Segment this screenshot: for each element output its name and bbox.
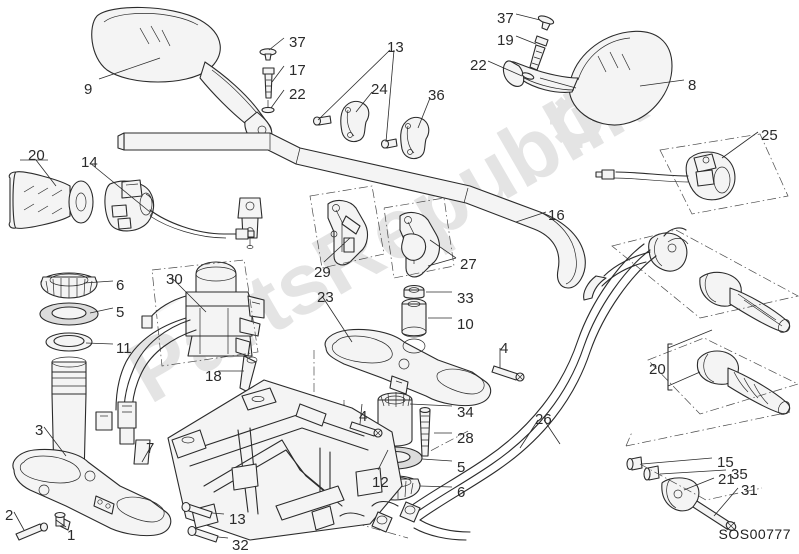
callout-2: 2 xyxy=(5,507,14,524)
callout-23: 23 xyxy=(317,289,334,306)
callout-37: 37 xyxy=(289,34,306,51)
callout-10: 10 xyxy=(457,316,474,333)
callout-37: 37 xyxy=(497,10,514,27)
part-clamp-half-left xyxy=(312,100,370,143)
callout-5: 5 xyxy=(457,459,466,476)
part-screw-4-lower xyxy=(349,421,383,438)
callout-25: 25 xyxy=(761,127,778,144)
part-upper-bearing xyxy=(40,272,98,299)
part-throttle-grip xyxy=(611,229,799,333)
part-left-mirror-fasteners xyxy=(259,48,277,114)
part-rubber-grip xyxy=(647,329,799,415)
drawing-code: SOS00777 xyxy=(718,526,791,542)
callout-29: 29 xyxy=(314,264,331,281)
part-right-mirror xyxy=(502,30,673,126)
callout-22: 22 xyxy=(289,86,306,103)
part-right-mirror-fasteners xyxy=(521,15,555,80)
callout-31: 31 xyxy=(741,482,758,499)
callout-9: 9 xyxy=(84,81,93,98)
callout-4: 4 xyxy=(359,408,368,425)
part-clamp-half-right xyxy=(380,116,430,160)
part-ring-11 xyxy=(45,332,93,352)
callout-15: 15 xyxy=(717,454,734,471)
callout-22: 22 xyxy=(470,57,487,74)
callout-6: 6 xyxy=(457,484,466,501)
callout-13: 13 xyxy=(229,511,246,528)
callout-24: 24 xyxy=(371,81,388,98)
callout-1: 1 xyxy=(67,527,76,544)
callout-7: 7 xyxy=(146,440,155,457)
callout-12: 12 xyxy=(372,474,389,491)
callout-3: 3 xyxy=(35,422,44,439)
part-ignition-switch xyxy=(151,259,265,393)
callout-19: 19 xyxy=(497,32,514,49)
callout-36: 36 xyxy=(428,87,445,104)
callout-27: 27 xyxy=(460,256,477,273)
part-wiring-harness xyxy=(95,295,197,465)
part-brake-lines xyxy=(339,243,657,541)
callout-14: 14 xyxy=(81,154,98,171)
part-frame xyxy=(167,379,403,543)
callout-11: 11 xyxy=(116,340,132,357)
part-right-switch-unit xyxy=(595,133,789,215)
part-upper-seal xyxy=(39,302,99,326)
callout-8: 8 xyxy=(688,77,697,94)
callout-33: 33 xyxy=(457,290,474,307)
callout-17: 17 xyxy=(289,62,306,79)
part-upper-triple-clamp xyxy=(313,328,525,516)
part-left-mirror xyxy=(91,6,273,147)
callout-5: 5 xyxy=(116,304,125,321)
callout-18: 18 xyxy=(205,368,222,385)
callout-16: 16 xyxy=(548,207,565,224)
callout-28: 28 xyxy=(457,430,474,447)
callout-6: 6 xyxy=(116,277,125,294)
part-spacer-10 xyxy=(401,298,427,338)
part-handlebar xyxy=(117,132,586,289)
callout-13: 13 xyxy=(387,39,404,56)
callout-4: 4 xyxy=(500,340,509,357)
callout-21: 21 xyxy=(718,471,735,488)
callout-20: 20 xyxy=(28,147,45,164)
part-bracket-right-27 xyxy=(383,197,455,279)
part-bar-end-assembly xyxy=(625,411,791,531)
callout-35: 35 xyxy=(731,466,748,483)
callout-26: 26 xyxy=(535,411,552,428)
part-nut-33 xyxy=(403,284,425,299)
leader-lines xyxy=(13,13,759,539)
part-bracket-left-29 xyxy=(309,185,385,269)
part-handlebar-center-mount xyxy=(237,197,263,249)
part-lower-triple-clamp xyxy=(12,448,172,541)
part-left-switch-gear xyxy=(104,179,255,240)
callout-20: 20 xyxy=(649,361,666,378)
callout-30: 30 xyxy=(166,271,183,288)
callout-32: 32 xyxy=(232,537,249,554)
part-stud-28 xyxy=(419,407,431,457)
callout-34: 34 xyxy=(457,404,474,421)
part-right-master-cylinder xyxy=(583,227,689,301)
